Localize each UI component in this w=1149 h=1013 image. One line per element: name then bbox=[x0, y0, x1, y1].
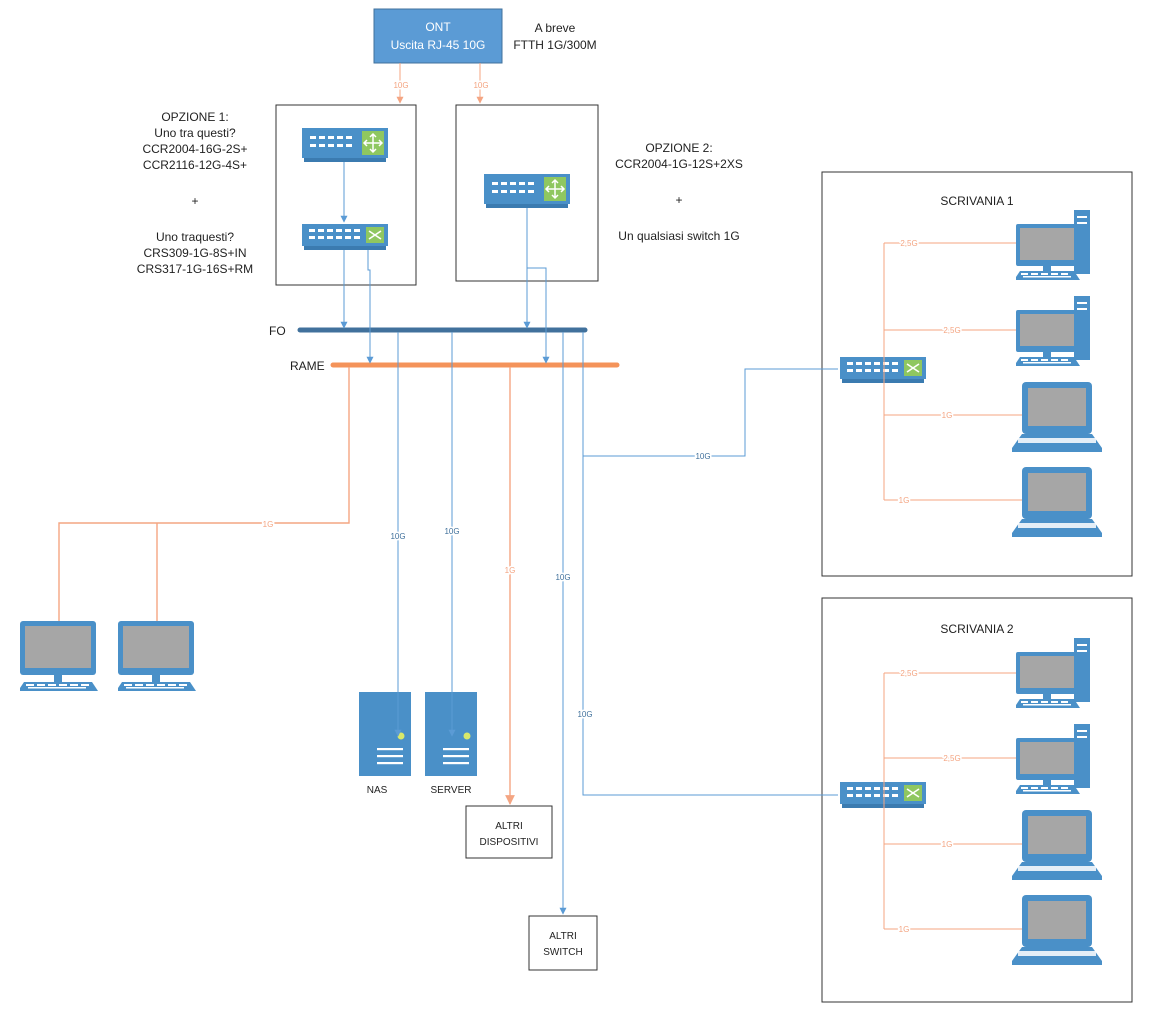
option2-line3: Un qualsiasi switch 1G bbox=[618, 229, 739, 243]
option2-line2: CCR2004-1G-12S+2XS bbox=[615, 157, 743, 171]
altri-dispositivi-line2: DISPOSITIVI bbox=[480, 837, 539, 848]
left-pc-1 bbox=[20, 621, 98, 691]
ont-box bbox=[373, 8, 503, 64]
desk2-desktop-2 bbox=[1016, 724, 1090, 794]
link-fo-desk1 bbox=[582, 332, 838, 457]
nas-device bbox=[359, 692, 411, 776]
desk1-speed-1: 2,5G bbox=[900, 239, 917, 248]
desk1-speed-3: 1G bbox=[942, 411, 953, 420]
desk1-speed-2: 2,5G bbox=[943, 326, 960, 335]
altri-switch-box bbox=[528, 915, 598, 971]
option1-line1: OPZIONE 1: bbox=[161, 110, 228, 124]
option2-plus: + bbox=[675, 193, 682, 207]
option2-line1: OPZIONE 2: bbox=[645, 141, 712, 155]
desk1-desktop-2 bbox=[1016, 296, 1090, 366]
link-fo-desk2 bbox=[582, 456, 838, 796]
server-device bbox=[425, 692, 477, 776]
label-altri-dispositivi: 1G bbox=[505, 566, 516, 575]
desk1-desktop-1 bbox=[1016, 210, 1090, 280]
label-altri-switch: 10G bbox=[555, 573, 570, 582]
ont-note-line2: FTTH 1G/300M bbox=[513, 38, 596, 52]
option1-line6: CRS309-1G-8S+IN bbox=[143, 246, 246, 260]
desk2-speed-3: 1G bbox=[942, 840, 953, 849]
rame-bus-label: RAME bbox=[290, 359, 325, 373]
desk2-speed-4: 1G bbox=[899, 925, 910, 934]
altri-dispositivi-box bbox=[465, 805, 553, 859]
desk1-title: SCRIVANIA 1 bbox=[940, 194, 1013, 208]
desk1-laptop-1 bbox=[1012, 382, 1102, 452]
altri-switch-line1: ALTRI bbox=[549, 931, 577, 942]
option1-line2: Uno tra questi? bbox=[154, 126, 236, 140]
option2-router bbox=[484, 174, 570, 208]
label-desk1: 10G bbox=[695, 452, 710, 461]
desk1-switch bbox=[840, 357, 926, 383]
option1-line5: Uno traquesti? bbox=[156, 230, 234, 244]
option2-text: OPZIONE 2: CCR2004-1G-12S+2XS + Un quals… bbox=[615, 141, 743, 243]
option1-router bbox=[302, 128, 388, 162]
desk1-laptop-2 bbox=[1012, 467, 1102, 537]
desk2-speed-2: 2,5G bbox=[943, 754, 960, 763]
fo-bus-label: FO bbox=[269, 324, 286, 338]
link-rame-pcs bbox=[54, 367, 350, 663]
desk2-laptop-1 bbox=[1012, 810, 1102, 880]
desk2-title: SCRIVANIA 2 bbox=[940, 622, 1013, 636]
desk1-box bbox=[821, 171, 1133, 577]
desk2-laptop-2 bbox=[1012, 895, 1102, 965]
option1-line7: CRS317-1G-16S+RM bbox=[137, 262, 253, 276]
option1-box bbox=[275, 104, 417, 286]
altri-dispositivi-line1: ALTRI bbox=[495, 821, 523, 832]
nas-label: NAS bbox=[367, 785, 388, 796]
desk2-speed-1: 2,5G bbox=[900, 669, 917, 678]
desk1-speed-4: 1G bbox=[899, 496, 910, 505]
option1-line4: CCR2116-12G-4S+ bbox=[143, 158, 247, 172]
label-desk2: 10G bbox=[577, 710, 592, 719]
label-server: 10G bbox=[444, 527, 459, 536]
label-nas: 10G bbox=[390, 532, 405, 541]
option1-switch bbox=[302, 224, 388, 250]
ont-note-line1: A breve bbox=[535, 21, 576, 35]
label-ont-opt2: 10G bbox=[473, 81, 488, 90]
desk2-box bbox=[821, 597, 1133, 1003]
label-ont-opt1: 10G bbox=[393, 81, 408, 90]
altri-switch-line2: SWITCH bbox=[543, 947, 582, 958]
label-pcs-left: 1G bbox=[263, 520, 274, 529]
option1-text: OPZIONE 1: Uno tra questi? CCR2004-16G-2… bbox=[137, 110, 253, 276]
desk2-desktop-1 bbox=[1016, 638, 1090, 708]
left-pc-2 bbox=[118, 621, 196, 691]
ont-subtitle: Uscita RJ-45 10G bbox=[391, 38, 486, 52]
link-opt1-switch-rame bbox=[366, 250, 374, 364]
desk2-switch bbox=[840, 782, 926, 808]
option1-line3: CCR2004-16G-2S+ bbox=[142, 142, 247, 156]
ont-title: ONT bbox=[425, 20, 451, 34]
option1-plus: + bbox=[191, 194, 198, 208]
link-opt2-router-rame bbox=[527, 267, 550, 364]
server-label: SERVER bbox=[431, 785, 472, 796]
